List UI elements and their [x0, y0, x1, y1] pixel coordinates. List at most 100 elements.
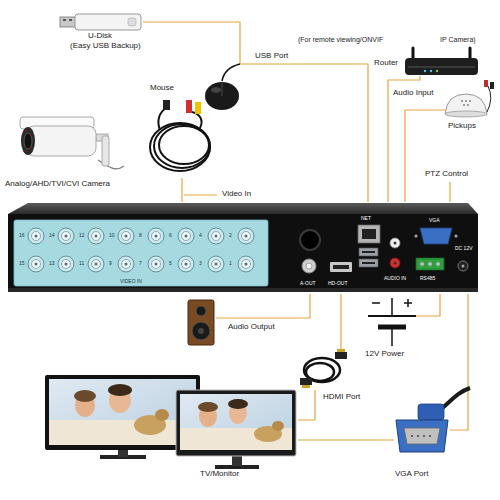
monitors: [272, 421, 284, 431]
bnc-connector: [125, 263, 128, 266]
pickup-microphone: [463, 104, 465, 106]
speaker: [188, 300, 214, 345]
hdmi-cable: [300, 378, 312, 385]
leader-lines: [216, 294, 310, 318]
bnc-connector: [178, 256, 194, 272]
port-label: PTZ Control: [425, 170, 468, 179]
part-label: U-Disk: [88, 32, 112, 41]
bnc-connector: [62, 260, 71, 269]
note-label: (For remote viewing/ONVIF: [298, 36, 383, 44]
leader-lines: [416, 294, 440, 316]
mouse: [222, 83, 223, 96]
vga-connector: [423, 435, 425, 437]
bnc-connector: [92, 260, 101, 269]
dvr-recorder: [300, 230, 320, 250]
dvr-recorder: [333, 265, 349, 269]
dvr-recorder: [455, 235, 458, 238]
monitors: [49, 420, 196, 445]
bullet-camera: [20, 117, 124, 169]
dvr-recorder: [362, 251, 375, 253]
bullet-camera: [25, 150, 27, 152]
port-label: 12V Power: [365, 350, 404, 359]
bnc-connector: [185, 235, 188, 238]
monitors: [74, 390, 96, 402]
monitors: [45, 375, 296, 469]
bnc-connector: [92, 232, 101, 241]
panel-label: VIDEO IN: [120, 279, 142, 285]
monitors: [108, 384, 132, 396]
bnc-connector: [242, 232, 251, 241]
vga-connector: [411, 435, 413, 437]
bnc-connector: [118, 256, 134, 272]
bullet-camera: [21, 127, 35, 155]
bnc-connector: [148, 256, 164, 272]
dvr-recorder: [394, 242, 397, 245]
bnc-connector: [245, 235, 248, 238]
channel-number: 7: [139, 261, 142, 267]
dvr-recorder: [390, 258, 400, 268]
video-cable: [163, 100, 170, 110]
bullet-camera: [25, 130, 27, 132]
leader-lines: [340, 294, 341, 352]
router: [430, 70, 432, 72]
router: [436, 70, 438, 72]
channel-number: 13: [49, 261, 55, 267]
dvr-recorder: [420, 262, 424, 266]
panel-label: AUDIO IN: [384, 276, 406, 282]
power-symbol: [368, 298, 416, 346]
leader-lines: [143, 22, 368, 202]
bnc-connector: [65, 263, 68, 266]
dvr-recorder: [8, 214, 478, 292]
video-cable: [150, 100, 210, 171]
mouse: [205, 64, 240, 110]
dvr-recorder: [415, 235, 418, 238]
bnc-connector: [155, 263, 158, 266]
panel-label: HD-OUT: [328, 281, 347, 287]
dvr-recorder: [462, 265, 465, 268]
panel-label: VGA: [429, 218, 440, 224]
speaker: [196, 306, 206, 316]
vga-connector: [417, 435, 419, 437]
video-cable: [159, 126, 209, 164]
leader-lines: [449, 182, 450, 202]
usb-disk: [75, 14, 141, 30]
video-cable: [158, 108, 166, 130]
dvr-recorder: [394, 262, 397, 265]
bnc-connector: [28, 228, 44, 244]
dvr-recorder: [306, 263, 312, 269]
port-label: USB Port: [255, 52, 288, 61]
channel-number: 4: [199, 233, 202, 239]
bnc-connector: [32, 232, 41, 241]
bnc-connector: [152, 232, 161, 241]
video-cable: [186, 100, 192, 113]
bnc-connector: [88, 228, 104, 244]
dvr-recorder: [358, 225, 380, 243]
bnc-connector: [212, 232, 221, 241]
leader-lines: [405, 110, 445, 202]
channel-number: 8: [139, 233, 142, 239]
channel-number: 9: [109, 261, 112, 267]
dvr-recorder: [362, 229, 376, 239]
leader-lines: [298, 439, 394, 440]
port-label: Audio Output: [228, 323, 275, 332]
pickup-microphone: [465, 100, 467, 102]
router: [424, 70, 426, 72]
pickup-microphone: [467, 104, 469, 106]
channel-number: 5: [169, 261, 172, 267]
bnc-connector: [212, 260, 221, 269]
dvr-recorder: [428, 262, 432, 266]
monitors: [176, 390, 296, 456]
monitors: [180, 394, 292, 450]
pickup-microphone: [445, 111, 487, 117]
channel-number: 16: [19, 233, 25, 239]
bnc-connector: [58, 256, 74, 272]
vga-connector: [429, 435, 431, 437]
bullet-camera: [30, 146, 32, 148]
power-symbol: [391, 329, 393, 346]
vga-connector: [396, 388, 470, 452]
bnc-connector: [185, 263, 188, 266]
bnc-connector: [245, 263, 248, 266]
monitors: [49, 379, 196, 445]
bnc-connector: [58, 228, 74, 244]
